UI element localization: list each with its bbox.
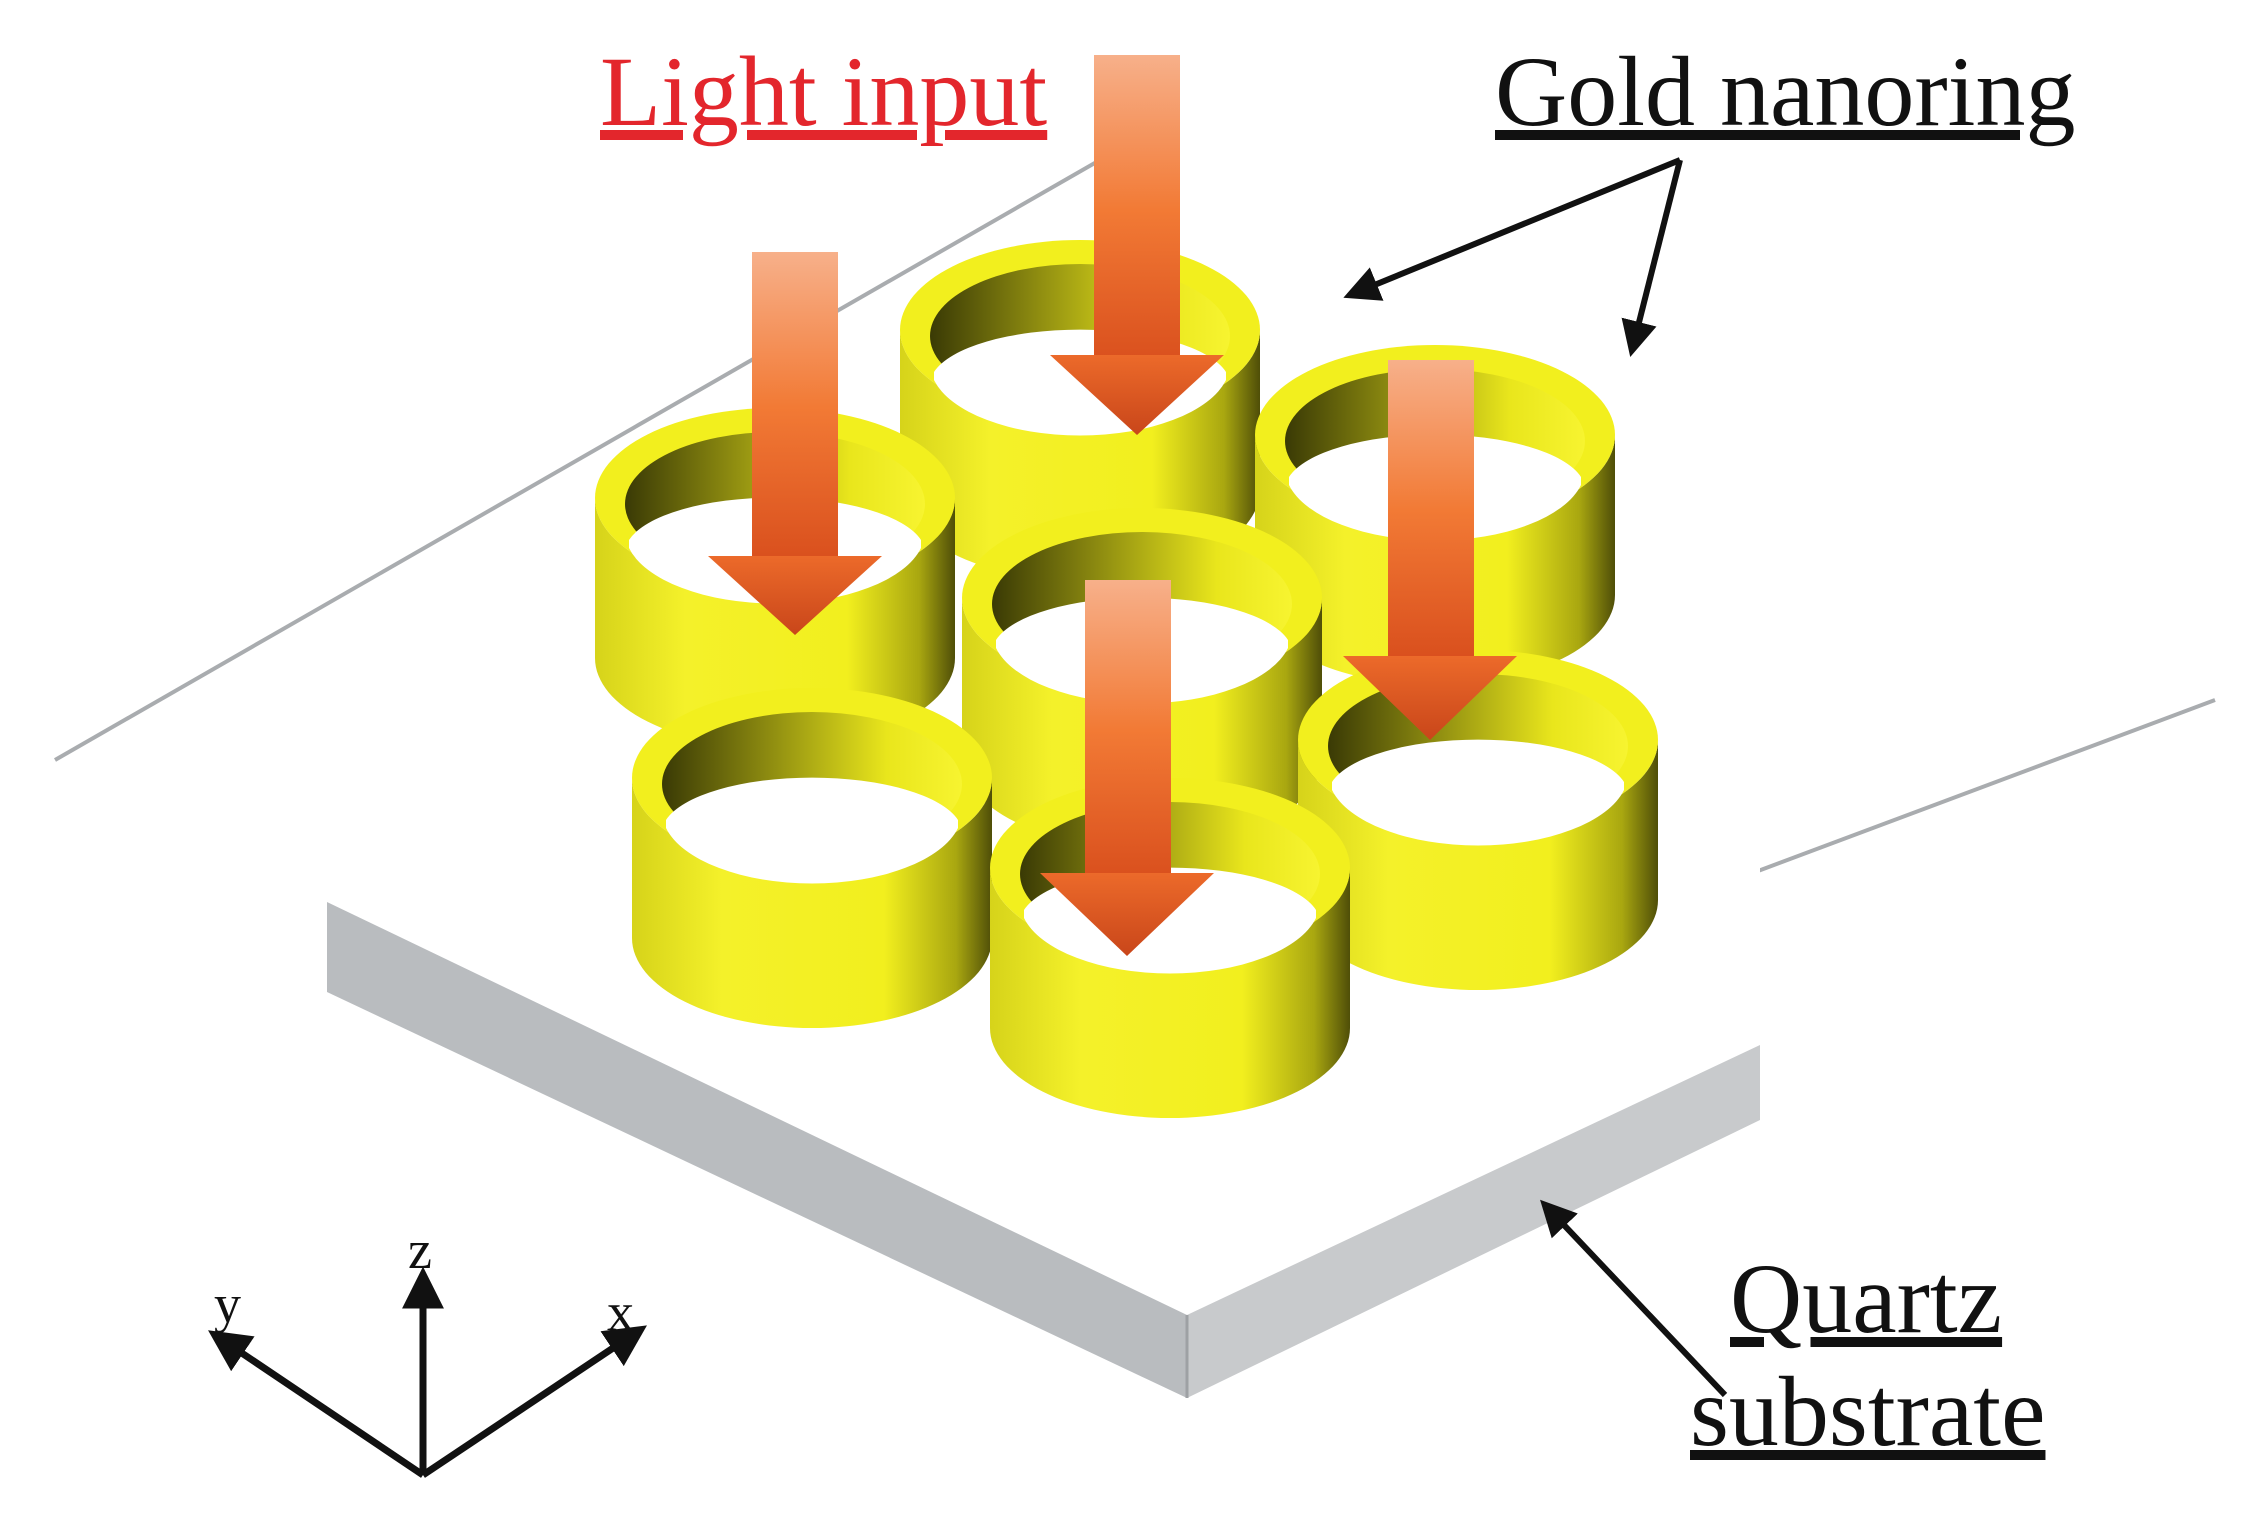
gold-nanoring-label: Gold nanoring [1495,36,2075,147]
quartz-substrate-label-line1: Quartz [1730,1243,2002,1354]
coordinate-axes: z y x [208,1220,647,1478]
y-axis-label: y [214,1274,241,1334]
light-arrow [1343,360,1517,740]
gold-nanoring [1298,650,1658,990]
gold-nanoring [632,688,992,1028]
light-input-label: Light input [600,36,1047,147]
light-arrow [708,252,882,635]
light-input-arrows [708,55,1517,956]
x-axis-label: x [607,1282,634,1342]
quartz-substrate-pointer [1540,1199,1728,1398]
light-arrow [1050,55,1224,435]
z-axis-label: z [408,1220,432,1280]
gold-nanoring-pointers [1343,157,1683,357]
quartz-substrate-label-line2: substrate [1690,1356,2045,1467]
light-arrow [1040,580,1214,956]
